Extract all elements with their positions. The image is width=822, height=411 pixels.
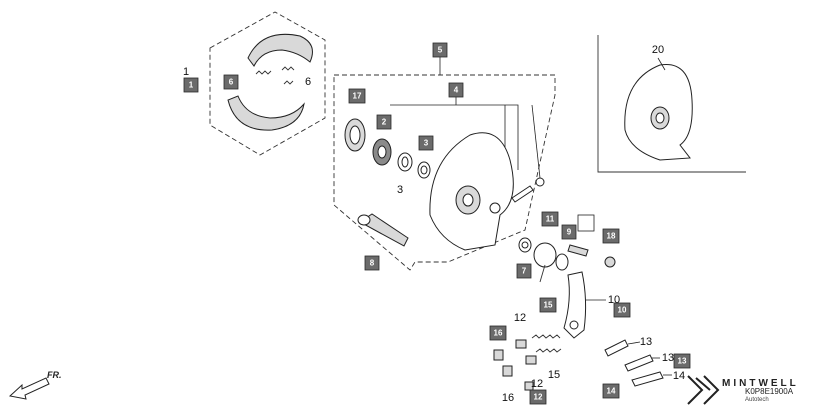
svg-text:11: 11: [546, 215, 555, 224]
svg-text:7: 7: [522, 267, 527, 276]
label-6: 6: [305, 76, 311, 88]
adjust-bolt: [511, 185, 534, 203]
brake-arm: [563, 271, 587, 339]
callout-1: 1: [183, 77, 199, 93]
callout-10: 10: [613, 302, 631, 318]
svg-text:15: 15: [544, 301, 553, 310]
front-direction-indicator: FR.: [8, 370, 62, 400]
svg-text:3: 3: [424, 139, 429, 148]
label-13-b: 13: [662, 352, 674, 364]
link-plate-a: [604, 339, 629, 357]
pin-upper: [515, 339, 527, 349]
callout-9: 9: [561, 224, 577, 240]
brand-name: MINTWELL: [722, 378, 799, 389]
arm-bolt: [567, 244, 589, 257]
spring-washer: [555, 253, 569, 271]
front-label: FR.: [47, 370, 62, 380]
svg-text:17: 17: [353, 92, 362, 101]
callout-8: 8: [364, 255, 380, 271]
link-plate-c: [631, 371, 664, 387]
svg-text:6: 6: [229, 78, 234, 87]
svg-text:10: 10: [618, 306, 627, 315]
svg-text:5: 5: [438, 46, 443, 55]
leader-4: [390, 104, 519, 170]
label-20: 20: [652, 44, 664, 56]
callout-6: 6: [223, 74, 239, 90]
label-12: 12: [514, 312, 526, 324]
brand-mark-icon: [687, 375, 720, 405]
callout-7: 7: [516, 263, 532, 279]
callout-4: 4: [448, 82, 464, 98]
callout-14: 14: [602, 383, 620, 399]
brake-shoe-upper: [247, 33, 313, 67]
collar-upper: [493, 349, 504, 361]
front-arrow-icon: [8, 377, 50, 400]
brand-logo: MINTWELL Autotech: [687, 375, 799, 405]
panel-group-outline: [333, 74, 556, 271]
shoe-spring-left: [255, 70, 272, 75]
callout-16: 16: [489, 325, 507, 341]
spring-lower: [535, 348, 562, 353]
blank-callout-box: [577, 214, 595, 232]
svg-text:9: 9: [567, 228, 572, 237]
inset-frame: [597, 35, 746, 173]
label-10: 10: [608, 294, 620, 306]
callout-11: 11: [541, 211, 559, 227]
spring-upper: [531, 334, 561, 339]
brake-shoe-lower: [227, 95, 305, 131]
label-1: 1: [183, 66, 189, 78]
return-spring: [533, 242, 557, 268]
svg-text:16: 16: [494, 329, 503, 338]
brand-tagline: Autotech: [745, 397, 769, 403]
svg-text:2: 2: [382, 118, 387, 127]
svg-text:14: 14: [607, 387, 616, 396]
callout-5: 5: [432, 42, 448, 58]
callout-18: 18: [602, 228, 620, 244]
label-16: 16: [502, 392, 514, 404]
callout-17: 17: [348, 88, 366, 104]
pin-lower: [525, 355, 537, 365]
diagram-code: K0P8E1900A: [745, 387, 794, 396]
shoe-spring-right: [281, 66, 295, 71]
svg-text:1: 1: [189, 81, 194, 90]
link-plate-b: [624, 354, 654, 372]
label-13-a: 13: [640, 336, 652, 348]
label-14: 14: [673, 370, 685, 382]
label-15: 15: [548, 369, 560, 381]
svg-text:12: 12: [534, 393, 543, 402]
svg-text:4: 4: [454, 86, 459, 95]
callout-12: 12: [529, 389, 547, 405]
svg-text:8: 8: [370, 259, 375, 268]
brake-shoe-group-outline: [209, 11, 326, 156]
callout-2: 2: [376, 114, 392, 130]
label-12-b: 12: [531, 378, 543, 390]
svg-text:13: 13: [678, 357, 687, 366]
callout-3: 3: [418, 135, 434, 151]
collar-lower: [502, 365, 513, 377]
svg-text:18: 18: [607, 232, 616, 241]
shoe-spring-right-2: [283, 80, 294, 85]
pin-small: [524, 381, 534, 391]
callout-13: 13: [673, 353, 691, 369]
arm-nut: [604, 256, 616, 268]
label-3: 3: [397, 184, 403, 196]
callout-15: 15: [539, 297, 557, 313]
